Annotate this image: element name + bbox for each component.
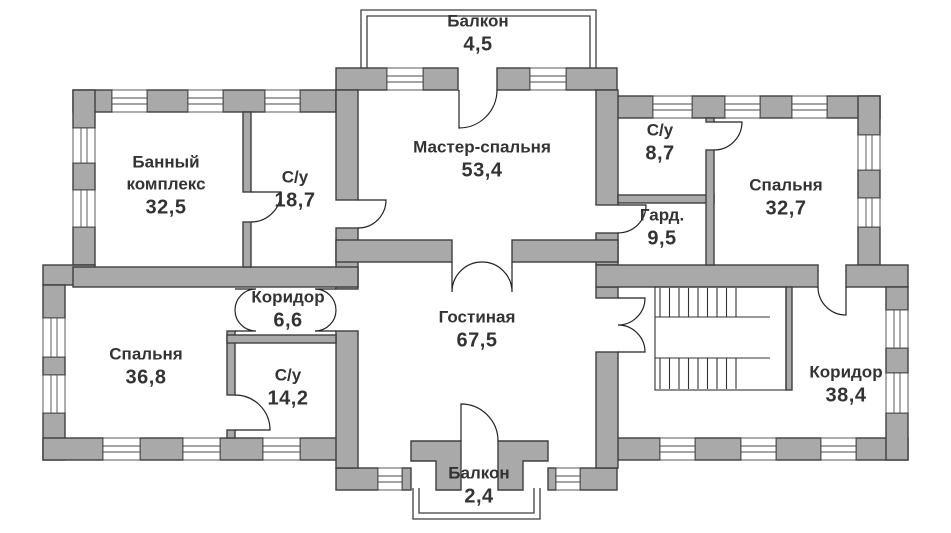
balcony-railing-bottom xyxy=(412,488,541,520)
balcony-railing-top xyxy=(360,9,597,70)
staircase xyxy=(654,286,787,391)
windows xyxy=(42,67,909,491)
walls xyxy=(42,67,909,491)
stair-treads xyxy=(659,288,737,389)
doors xyxy=(234,89,847,442)
